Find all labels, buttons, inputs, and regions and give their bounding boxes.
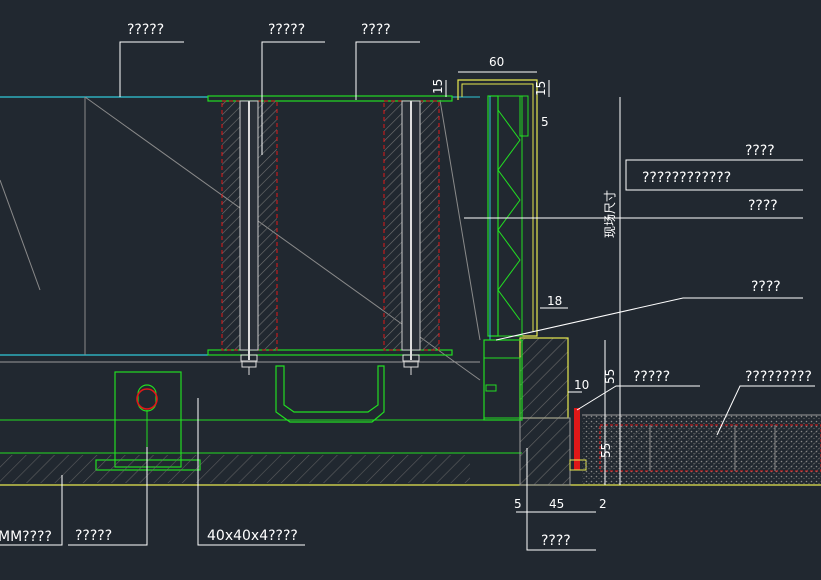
label-right-4: ???? — [751, 279, 781, 295]
label-bottom-2: ????? — [75, 528, 112, 544]
leaders — [0, 41, 815, 551]
dim-15-left: 15 — [431, 79, 445, 94]
glass-panel — [457, 79, 538, 340]
bolts — [240, 354, 420, 375]
top-plate — [207, 95, 453, 102]
label-bottom-left: MM???? — [0, 529, 52, 545]
dim-10: 10 — [574, 378, 589, 392]
column-left — [221, 100, 278, 360]
column-right — [383, 100, 440, 360]
vertical-site-dimension: 现场尺寸 — [603, 190, 617, 238]
label-right-1: ???? — [745, 143, 775, 159]
base-block — [483, 337, 571, 486]
dim-18: 18 — [547, 294, 562, 308]
label-right-6: ????????? — [745, 369, 812, 385]
label-bottom-3: 40x40x4???? — [207, 528, 298, 544]
dim-55-upper: 55 — [603, 369, 617, 384]
dim-15-right: 15 — [534, 81, 548, 96]
dim-5-bottom: 5 — [514, 497, 522, 511]
dim-55-lower: 55 — [599, 443, 613, 458]
floor-finish — [569, 408, 821, 485]
label-bottom-4: ???? — [541, 533, 571, 549]
dimension-lines — [445, 71, 606, 513]
dim-45: 45 — [549, 497, 564, 511]
steel-channel — [275, 365, 385, 423]
label-top-right: ???? — [361, 22, 391, 38]
floor — [0, 419, 821, 486]
dim-60: 60 — [489, 55, 504, 69]
label-top-mid: ????? — [268, 22, 305, 38]
label-top-left: ????? — [127, 22, 164, 38]
label-right-5: ????? — [633, 369, 670, 385]
label-right-3: ???? — [748, 198, 778, 214]
label-right-2: ???????????? — [642, 170, 731, 186]
bottom-plate — [207, 349, 453, 356]
dim-2: 2 — [599, 497, 607, 511]
dim-5-top: 5 — [541, 115, 549, 129]
